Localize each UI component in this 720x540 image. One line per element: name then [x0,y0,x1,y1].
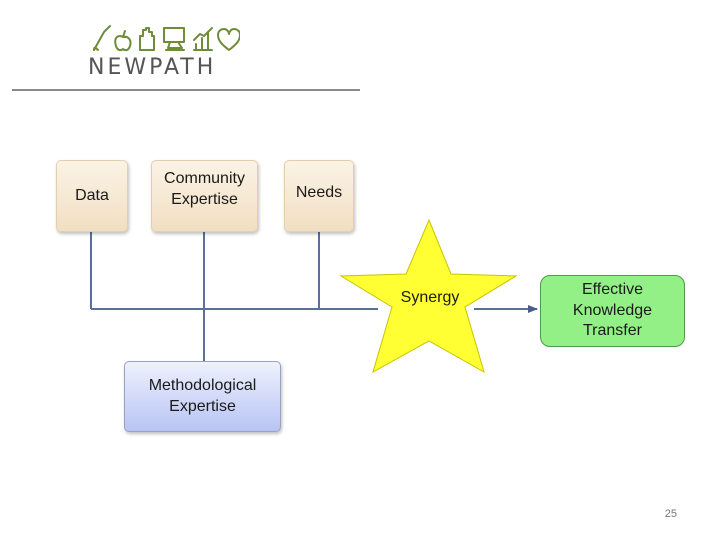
data-label: Data [75,186,109,204]
synergy-star [339,218,518,374]
logo-icons [93,25,240,52]
computer-icon [163,27,185,51]
header-divider [12,89,360,91]
needs-box: Needs [284,160,354,232]
data-box: Data [56,160,128,232]
paintbrush-icon [93,25,111,51]
heart-icon [217,28,240,51]
synergy-label: Synergy [400,289,460,306]
chart-icon [193,27,213,51]
hand-icon [139,27,155,51]
needs-label: Needs [295,183,343,201]
apple-icon [114,30,132,52]
page-number: 25 [664,508,677,520]
brand-name: NEWPATH [88,55,217,80]
